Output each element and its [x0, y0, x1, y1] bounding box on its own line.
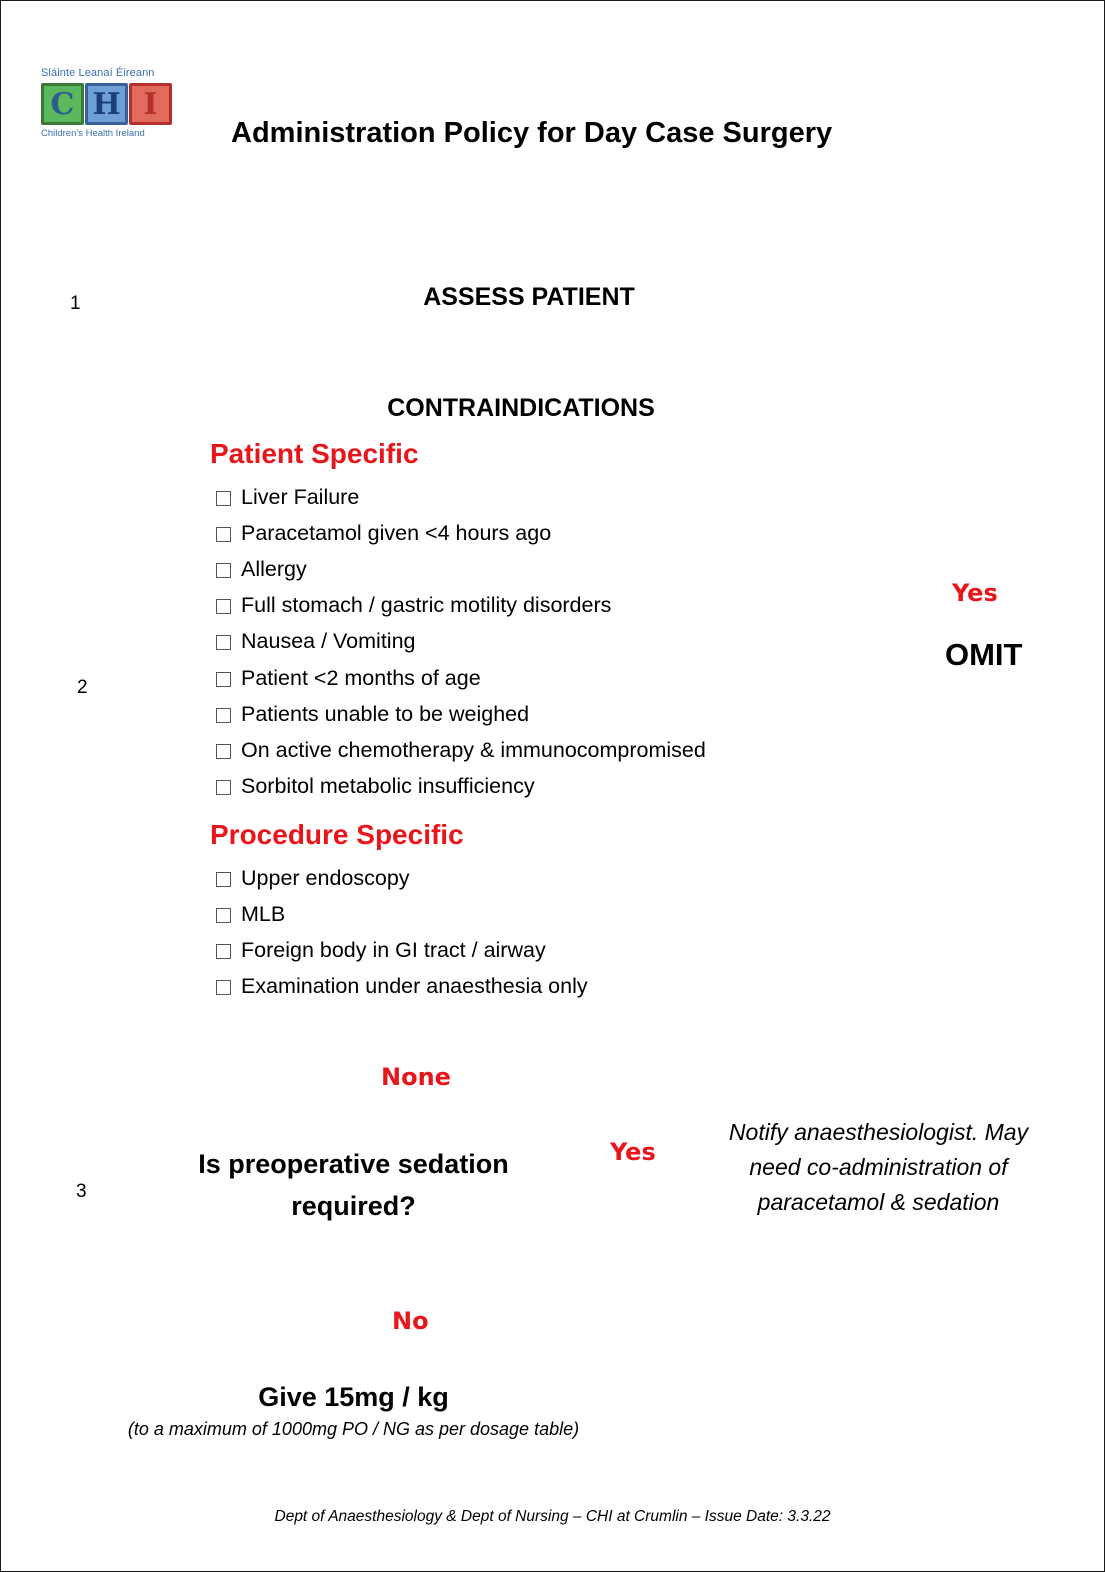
- checklist-item: Patient <2 months of age: [216, 660, 706, 696]
- logo-english-text: Children's Health Ireland: [41, 128, 145, 139]
- dose-instruction: Give 15mg / kg: [258, 1382, 449, 1412]
- procedure-specific-heading: Procedure Specific: [210, 819, 464, 850]
- patient-specific-heading: Patient Specific: [210, 438, 419, 469]
- checklist-label: Nausea / Vomiting: [241, 629, 416, 654]
- checkbox[interactable]: [216, 635, 231, 651]
- assess-patient-heading: ASSESS PATIENT: [423, 283, 635, 311]
- step-number-2: 2: [77, 677, 88, 698]
- checklist-label: Patients unable to be weighed: [241, 701, 530, 726]
- checklist-item: On active chemotherapy & immunocompromis…: [216, 732, 706, 768]
- checklist-item: Nausea / Vomiting: [216, 624, 706, 660]
- contraindications-heading: CONTRAINDICATIONS: [387, 394, 655, 422]
- checklist-label: Upper endoscopy: [241, 865, 410, 890]
- checkbox[interactable]: [216, 780, 231, 796]
- checkbox[interactable]: [216, 490, 231, 506]
- checkbox[interactable]: [216, 562, 231, 578]
- dose-note: (to a maximum of 1000mg PO / NG as per d…: [127, 1419, 580, 1439]
- sedation-question: Is preoperative sedation required?: [198, 1149, 509, 1221]
- checklist-label: On active chemotherapy & immunocompromis…: [241, 737, 706, 762]
- checkbox[interactable]: [216, 743, 231, 759]
- logo-block-i: I: [129, 83, 172, 125]
- checkbox[interactable]: [216, 980, 231, 996]
- step-number-1: 1: [70, 293, 81, 314]
- checkbox[interactable]: [216, 943, 231, 959]
- checklist-item: MLB: [216, 896, 588, 932]
- checklist-item: Paracetamol given <4 hours ago: [216, 515, 706, 551]
- step-number-3: 3: [76, 1181, 87, 1202]
- contraindication-yes-label: Yes: [952, 579, 998, 607]
- logo-blocks: C H I: [41, 83, 191, 125]
- checklist-label: Examination under anaesthesia only: [241, 974, 588, 999]
- checklist-item: Foreign body in GI tract / airway: [216, 932, 588, 968]
- checklist-label: Allergy: [241, 556, 307, 581]
- checklist-item: Patients unable to be weighed: [216, 696, 706, 732]
- sedation-no-label: No: [392, 1307, 429, 1335]
- logo-block-c: C: [41, 83, 84, 125]
- checkbox[interactable]: [216, 871, 231, 887]
- checklist-label: Full stomach / gastric motility disorder…: [241, 593, 612, 618]
- checkbox[interactable]: [216, 526, 231, 542]
- logo-block-h: H: [85, 83, 128, 125]
- checklist-item: Upper endoscopy: [216, 860, 588, 896]
- checklist-label: MLB: [241, 901, 286, 926]
- logo-irish-text: Sláinte Leanaí Éireann: [41, 67, 155, 79]
- checklist-item: Full stomach / gastric motility disorder…: [216, 588, 706, 624]
- checkbox[interactable]: [216, 907, 231, 923]
- none-label: None: [381, 1063, 451, 1091]
- checklist-item: Liver Failure: [216, 479, 706, 515]
- document-title: Administration Policy for Day Case Surge…: [231, 117, 833, 149]
- checklist-item: Examination under anaesthesia only: [216, 969, 588, 1005]
- checkbox[interactable]: [216, 707, 231, 723]
- checklist-label: Paracetamol given <4 hours ago: [241, 520, 552, 545]
- checklist-item: Allergy: [216, 551, 706, 587]
- omit-outcome: OMIT: [945, 637, 1023, 672]
- sedation-yes-label: Yes: [610, 1138, 656, 1166]
- notify-anaesthesiologist-note: Notify anaesthesiologist. May need co-ad…: [728, 1119, 1029, 1215]
- checklist-label: Patient <2 months of age: [241, 665, 481, 690]
- procedure-specific-list: Upper endoscopy MLB Foreign body in GI t…: [216, 860, 588, 1005]
- checklist-item: Sorbitol metabolic insufficiency: [216, 769, 706, 805]
- patient-specific-list: Liver Failure Paracetamol given <4 hours…: [216, 479, 706, 805]
- checkbox[interactable]: [216, 671, 231, 687]
- checklist-label: Foreign body in GI tract / airway: [241, 937, 546, 962]
- chi-logo: Sláinte Leanaí Éireann C H I Children's …: [41, 67, 191, 155]
- checkbox[interactable]: [216, 599, 231, 615]
- checklist-label: Liver Failure: [241, 484, 360, 509]
- document-footer: Dept of Anaesthesiology & Dept of Nursin…: [274, 1508, 831, 1525]
- checklist-label: Sorbitol metabolic insufficiency: [241, 774, 535, 799]
